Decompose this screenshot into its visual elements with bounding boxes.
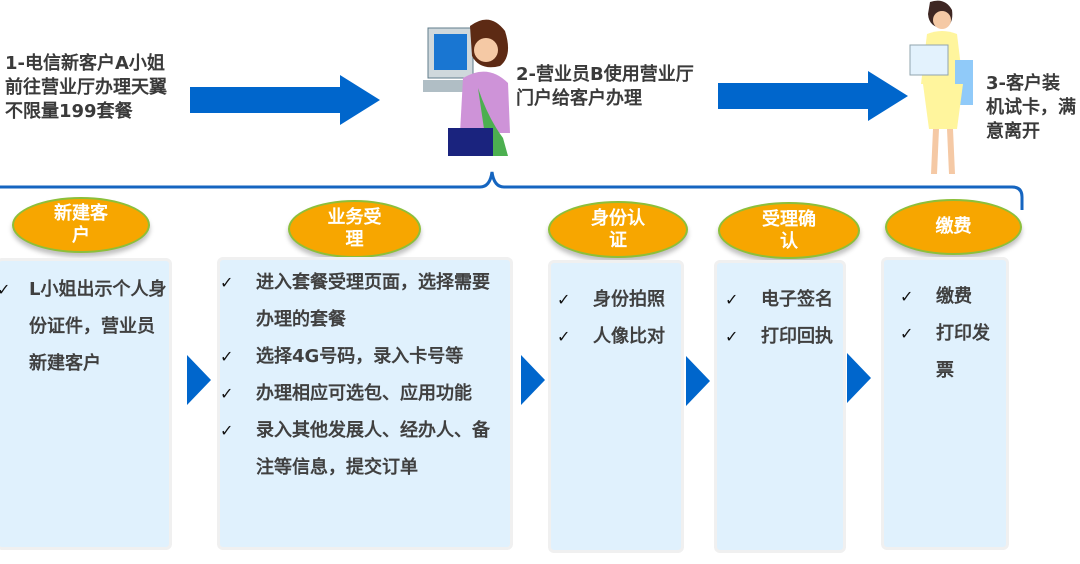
list-item: ✓打印发票 bbox=[900, 315, 1006, 389]
customer-illustration bbox=[909, 0, 973, 174]
stage-box-identity: ✓身份拍照 ✓人像比对 bbox=[548, 260, 684, 553]
list-item: ✓身份拍照 bbox=[557, 281, 681, 318]
step-3-text: 3-客户装机试卡，满意离开 bbox=[986, 73, 1076, 142]
flow-triangle-2 bbox=[521, 355, 545, 405]
check-icon: ✓ bbox=[220, 384, 234, 403]
check-icon: ✓ bbox=[900, 287, 914, 306]
stage-box-payment: ✓缴费 ✓打印发票 bbox=[881, 257, 1009, 550]
flow-arrow-2 bbox=[718, 71, 908, 121]
check-icon: ✓ bbox=[220, 273, 234, 292]
check-icon: ✓ bbox=[725, 290, 739, 309]
check-icon: ✓ bbox=[557, 290, 571, 309]
list-item: ✓办理相应可选包、应用功能 bbox=[220, 375, 506, 412]
stage-box-business: ✓进入套餐受理页面，选择需要办理的套餐 ✓选择4G号码，录入卡号等 ✓办理相应可… bbox=[217, 257, 513, 550]
flow-triangle-4 bbox=[847, 353, 871, 403]
check-icon: ✓ bbox=[0, 280, 11, 299]
stage-oval-confirm: 受理确认 bbox=[718, 202, 860, 259]
check-icon: ✓ bbox=[220, 421, 234, 440]
check-icon: ✓ bbox=[557, 327, 571, 346]
stage-oval-identity: 身份认证 bbox=[548, 201, 688, 258]
list-item: ✓进入套餐受理页面，选择需要办理的套餐 bbox=[220, 264, 506, 338]
stage-box-new-customer: ✓L小姐出示个人身份证件，营业员新建客户 bbox=[0, 258, 172, 550]
list-item: ✓录入其他发展人、经办人、备注等信息，提交订单 bbox=[220, 412, 506, 486]
list-item: ✓人像比对 bbox=[557, 318, 681, 355]
check-icon: ✓ bbox=[220, 347, 234, 366]
list-item: ✓选择4G号码，录入卡号等 bbox=[220, 338, 506, 375]
check-icon: ✓ bbox=[900, 324, 914, 343]
brace-connector bbox=[0, 171, 1024, 210]
check-icon: ✓ bbox=[725, 327, 739, 346]
stage-oval-business: 业务受理 bbox=[288, 200, 421, 258]
stage-oval-payment: 缴费 bbox=[885, 199, 1022, 255]
list-item: ✓L小姐出示个人身份证件，营业员新建客户 bbox=[0, 271, 169, 382]
step-1-text: 1-电信新客户A小姐前往营业厅办理天翼不限量199套餐 bbox=[5, 53, 167, 122]
step-2-text: 2-营业员B使用营业厅门户给客户办理 bbox=[516, 64, 694, 109]
list-item: ✓电子签名 bbox=[725, 281, 843, 318]
list-item: ✓缴费 bbox=[900, 278, 1006, 315]
list-item: ✓打印回执 bbox=[725, 318, 843, 355]
clerk-illustration bbox=[423, 19, 510, 156]
flow-triangle-3 bbox=[686, 356, 710, 406]
stage-box-confirm: ✓电子签名 ✓打印回执 bbox=[714, 260, 846, 553]
stage-oval-new-customer: 新建客户 bbox=[12, 197, 150, 253]
flow-arrow-1 bbox=[190, 75, 380, 125]
flow-triangle-1 bbox=[187, 355, 211, 405]
